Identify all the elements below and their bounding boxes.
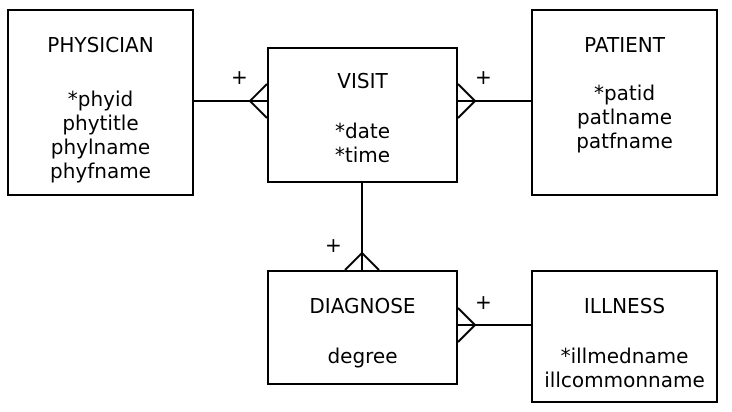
- attribute-list: *date *time: [269, 119, 456, 167]
- rel-physician-visit-label: +: [231, 65, 248, 89]
- attribute: degree: [327, 344, 398, 368]
- entity-title: PHYSICIAN: [47, 33, 154, 57]
- attribute: *date: [334, 119, 391, 143]
- attribute: phyfname: [50, 159, 151, 183]
- attribute: phytitle: [62, 111, 139, 135]
- entity-diagnose[interactable]: DIAGNOSE degree: [267, 270, 458, 385]
- attribute: *time: [334, 143, 391, 167]
- entity-title: PATIENT: [584, 33, 665, 57]
- attribute-list: *illmedname illcommonname: [533, 344, 716, 392]
- rel-physician-visit-line: [194, 83, 268, 119]
- attribute-list: *phyid phytitle phylname phyfname: [9, 87, 192, 183]
- rel-illness-diagnose-label: +: [475, 290, 492, 314]
- entity-title: VISIT: [337, 69, 388, 93]
- attribute: *illmedname: [560, 344, 689, 368]
- attribute: illcommonname: [544, 368, 705, 392]
- rel-visit-diagnose-line: [344, 183, 380, 271]
- entity-title: DIAGNOSE: [309, 294, 416, 318]
- entity-title: ILLNESS: [583, 294, 666, 318]
- attribute: patfname: [576, 129, 673, 153]
- rel-visit-diagnose-label: +: [325, 233, 342, 257]
- rel-illness-diagnose-line: [457, 307, 531, 343]
- attribute: patlname: [576, 105, 673, 129]
- entity-physician[interactable]: PHYSICIAN *phyid phytitle phylname phyfn…: [7, 9, 194, 196]
- attribute-list: *patid patlname patfname: [533, 81, 716, 153]
- entity-illness[interactable]: ILLNESS *illmedname illcommonname: [531, 270, 718, 403]
- attribute: *patid: [593, 81, 656, 105]
- attribute: phylname: [50, 135, 151, 159]
- rel-patient-visit-line: [457, 83, 531, 119]
- rel-patient-visit-label: +: [475, 65, 492, 89]
- attribute-list: degree: [269, 344, 456, 368]
- entity-patient[interactable]: PATIENT *patid patlname patfname: [531, 9, 718, 196]
- entity-visit[interactable]: VISIT *date *time: [267, 47, 458, 183]
- attribute: *phyid: [67, 87, 134, 111]
